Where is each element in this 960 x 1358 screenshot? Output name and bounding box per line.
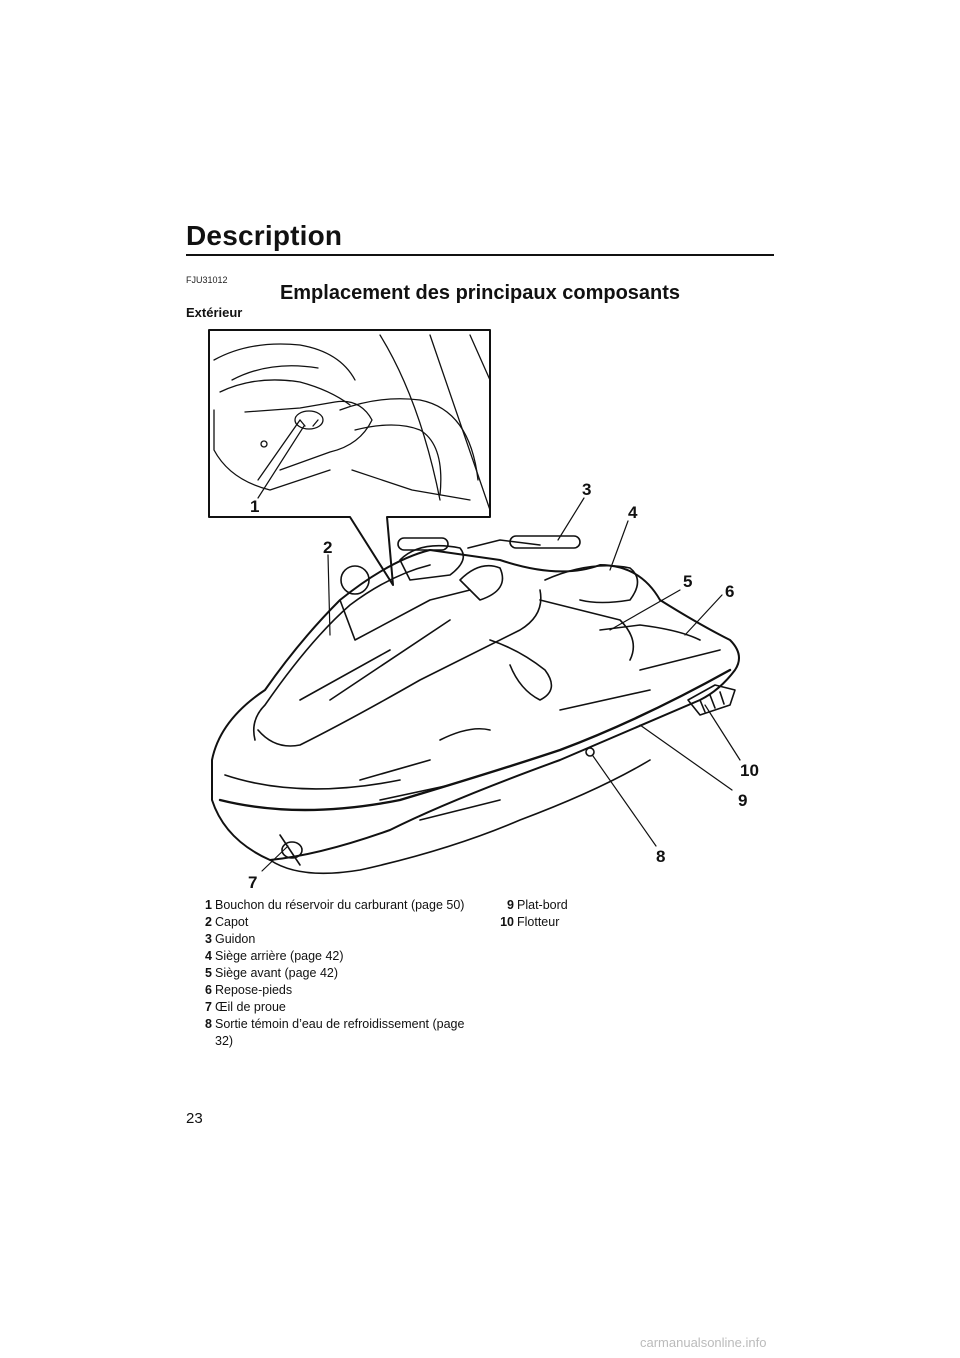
callout-8: 8 xyxy=(656,847,665,866)
section-subtitle: Extérieur xyxy=(186,305,243,320)
legend-number: 5 xyxy=(205,966,212,980)
inset-frame xyxy=(208,329,491,586)
legend-text: Siège arrière (page 42) xyxy=(215,949,344,963)
legend-text: Bouchon du réservoir du carburant (page … xyxy=(215,898,465,912)
callout-5: 5 xyxy=(683,572,692,591)
legend-text: Capot xyxy=(215,915,249,929)
legend-number: 4 xyxy=(205,949,212,963)
inset-detail xyxy=(213,334,491,511)
callout-1: 1 xyxy=(250,497,259,516)
callout-3: 3 xyxy=(582,480,591,499)
legend-number: 3 xyxy=(205,932,212,946)
page-title: Description xyxy=(186,220,343,251)
legend-number: 6 xyxy=(205,983,212,997)
callout-2: 2 xyxy=(323,538,332,557)
legend-text: Repose-pieds xyxy=(215,983,293,997)
legend-number: 1 xyxy=(205,898,212,912)
legend-number: 2 xyxy=(205,915,212,929)
callout-9: 9 xyxy=(738,791,747,810)
legend-number: 9 xyxy=(507,898,514,912)
legend-text: Œil de proue xyxy=(215,1000,286,1014)
callout-4: 4 xyxy=(628,503,638,522)
callout-6: 6 xyxy=(725,582,734,601)
legend-text: Plat-bord xyxy=(517,898,568,912)
callout-10: 10 xyxy=(740,761,759,780)
legend-text: Siège avant (page 42) xyxy=(215,966,339,980)
section-code: FJU31012 xyxy=(186,275,228,285)
watermark: carmanualsonline.info xyxy=(640,1335,767,1350)
legend-text: Guidon xyxy=(215,932,256,946)
header-rule xyxy=(186,254,774,256)
legend-number: 7 xyxy=(205,1000,212,1014)
page-number: 23 xyxy=(186,1110,203,1127)
legend-text: Flotteur xyxy=(517,915,560,929)
callout-7: 7 xyxy=(248,873,257,892)
legend-number: 10 xyxy=(500,915,514,929)
legend-number: 8 xyxy=(205,1017,212,1031)
legend-text: Sortie témoin d’eau de refroidissement (… xyxy=(215,1017,465,1048)
watercraft-illustration: 1 2 3 4 5 6 7 8 9 10 xyxy=(196,326,766,901)
section-title: Emplacement des principaux composants xyxy=(279,282,681,304)
watercraft-body xyxy=(211,535,740,875)
